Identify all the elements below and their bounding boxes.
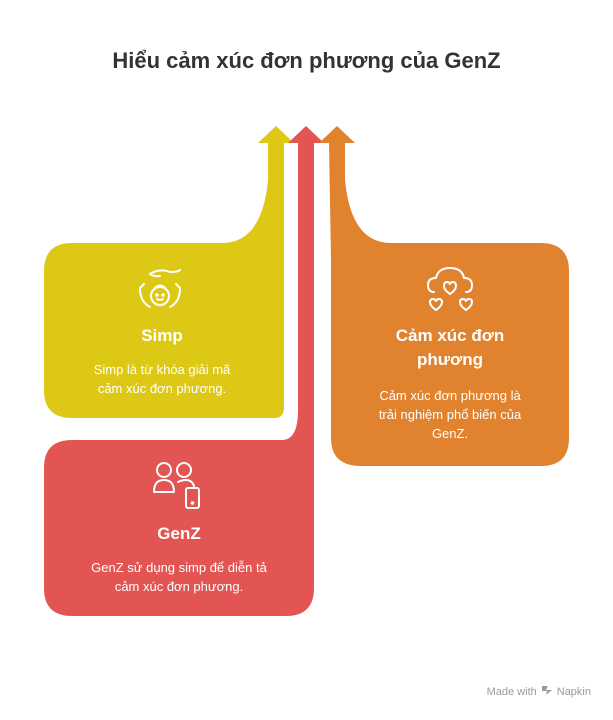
genz-title: GenZ bbox=[157, 524, 201, 543]
footer-watermark: Made with Napkin bbox=[487, 684, 591, 699]
genz-card bbox=[44, 126, 324, 616]
feeling-desc-line-1: Cảm xúc đơn phương là bbox=[379, 388, 521, 403]
people-phone-icon bbox=[152, 460, 204, 517]
feeling-title-line-1: Cảm xúc đơn bbox=[395, 326, 505, 345]
page-title: Hiểu cảm xúc đơn phương của GenZ bbox=[112, 48, 501, 73]
napkin-logo-icon bbox=[541, 684, 553, 699]
simp-desc: Simp là từ khóa giải mã cảm xúc đơn phươ… bbox=[44, 360, 280, 398]
feeling-desc-line-2: trải nghiệm phổ biến của bbox=[378, 407, 522, 422]
napkin-brand-label: Napkin bbox=[556, 685, 591, 698]
genz-desc: GenZ sử dụng simp để diễn tả cảm xúc đơn… bbox=[44, 558, 314, 596]
simp-desc-line-2: cảm xúc đơn phương. bbox=[97, 381, 227, 396]
simp-desc-line-1: Simp là từ khóa giải mã bbox=[93, 362, 231, 377]
feeling-title: Cảm xúc đơn phương bbox=[331, 324, 569, 372]
genz-desc-line-1: GenZ sử dụng simp để diễn tả bbox=[91, 560, 267, 575]
feeling-title-line-2: phương bbox=[417, 350, 483, 369]
made-with-label: Made with bbox=[486, 685, 537, 698]
cloud-hearts-icon bbox=[426, 264, 476, 319]
child-hand-icon bbox=[136, 266, 184, 317]
feeling-desc: Cảm xúc đơn phương là trải nghiệm phổ bi… bbox=[331, 386, 569, 443]
genz-desc-line-2: cảm xúc đơn phương. bbox=[114, 579, 244, 594]
feeling-desc-line-3: GenZ. bbox=[431, 426, 469, 441]
feeling-card bbox=[319, 126, 569, 466]
simp-title: Simp bbox=[141, 326, 183, 345]
